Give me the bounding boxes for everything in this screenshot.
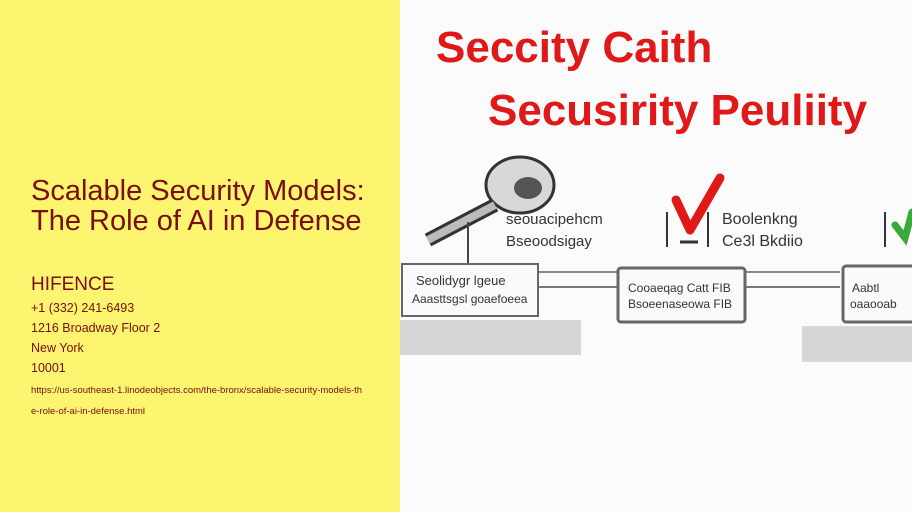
box2-label-1: Cooaeqag Catt FIB: [628, 281, 731, 295]
node1-caption-1: seouacipehcm: [506, 211, 603, 228]
diagram-box-2: [616, 266, 747, 324]
diagram-box-1: [401, 263, 539, 317]
box3-label-1: Aabtl: [852, 281, 879, 295]
listing-panel: Scalable Security Models: The Role of AI…: [0, 0, 400, 512]
node2-caption-1: Boolenkng: [722, 211, 798, 228]
green-checkmark-icon: [884, 208, 912, 247]
magnifier-icon: [424, 155, 556, 265]
security-diagram-image: Seccity Caith Secusirity Peuliity seouac…: [400, 0, 912, 512]
box1-label-2: Aaasttsgsl goaefoeea: [412, 292, 528, 306]
red-checkmark-icon: [666, 173, 725, 247]
zip-code: 10001: [31, 361, 66, 375]
node2-caption-2: Ce3l Bkdiio: [722, 233, 803, 250]
phone-number: +1 (332) 241-6493: [31, 301, 135, 315]
box1-label-1: Seolidygr lgeue: [416, 273, 506, 288]
illustration-heading-2: Secusirity Peuliity: [488, 86, 868, 135]
box3-label-2: oaaooab: [850, 297, 897, 311]
city: New York: [31, 341, 84, 355]
box1-shadow: [400, 320, 581, 355]
box2-label-2: Bsoeenaseowa FIB: [628, 297, 732, 311]
diagram-box-3: [841, 264, 912, 324]
page-title: Scalable Security Models: The Role of AI…: [31, 175, 365, 237]
illustration-heading-1: Seccity Caith: [436, 23, 712, 72]
company-name: HIFENCE: [31, 274, 115, 295]
street-address: 1216 Broadway Floor 2: [31, 321, 161, 335]
node1-caption-2: Bseoodsigay: [506, 233, 592, 250]
box3-shadow: [802, 326, 912, 362]
page-url-link[interactable]: https://us-southeast-1.linodeobjects.com…: [31, 385, 363, 417]
